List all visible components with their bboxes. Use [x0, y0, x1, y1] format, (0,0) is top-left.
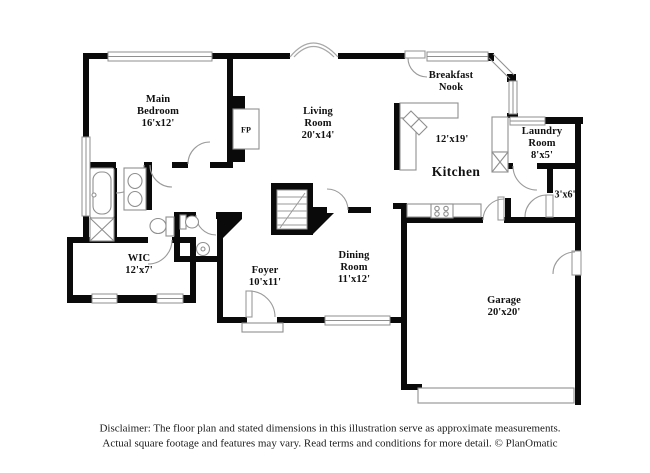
garage-door — [417, 387, 575, 404]
door-swing — [512, 165, 538, 191]
window — [488, 53, 515, 80]
door-swing — [524, 194, 554, 218]
kitchen-sink-fixture — [402, 110, 428, 136]
room-label-fireplace: FP — [241, 125, 251, 135]
shower-fixture — [89, 217, 115, 242]
vanity-sinks-fixture — [123, 167, 147, 211]
room-label-closet: 3'x6' — [554, 189, 576, 201]
room-label-wic: WIC 12'x7' — [125, 252, 153, 276]
room-label-breakfast-nook: Breakfast Nook — [428, 69, 474, 93]
window — [107, 51, 213, 62]
window — [426, 51, 489, 62]
stove-fixture — [430, 203, 454, 219]
door-swing — [482, 196, 505, 221]
door-swing — [149, 164, 173, 188]
refrigerator-fixture — [491, 116, 509, 153]
room-label-dining-room: Dining Room 11'x12' — [337, 249, 371, 286]
door-swing — [245, 290, 276, 318]
window — [508, 80, 518, 115]
room-label-kitchen: Kitchen — [431, 164, 481, 180]
room-label-main-bedroom: Main Bedroom 16'x12' — [137, 93, 179, 130]
entry-step — [241, 322, 284, 333]
door-swing — [326, 188, 349, 211]
staircase — [276, 189, 308, 230]
window — [324, 315, 391, 326]
doors — [115, 50, 582, 318]
pedestal-sink-fixture — [195, 241, 211, 257]
room-label-kitchen-dims: 12'x19' — [435, 133, 469, 145]
room-label-living-room: Living Room 20'x14' — [301, 105, 335, 142]
window — [81, 136, 91, 217]
window — [156, 293, 184, 304]
fireplace-box — [232, 108, 260, 150]
room-label-foyer: Foyer 10'x11' — [248, 264, 282, 288]
water-heater-fixture — [491, 151, 509, 173]
door-swing — [552, 250, 582, 276]
door-swing — [187, 141, 211, 165]
window — [509, 116, 546, 126]
arched-opening — [289, 42, 339, 58]
room-label-garage: Garage 20'x20' — [487, 294, 521, 318]
room-label-laundry-room: Laundry Room 8'x5' — [521, 125, 563, 162]
disclaimer-text: Disclaimer: The floor plan and stated di… — [99, 422, 561, 449]
door-swing — [147, 239, 173, 265]
toilet-fixture — [149, 216, 175, 237]
window — [91, 293, 118, 304]
windows — [81, 51, 546, 326]
toilet-fixture — [179, 214, 200, 230]
bathtub-fixture — [89, 167, 115, 219]
door-swing — [195, 214, 217, 236]
door-swing — [404, 50, 428, 78]
